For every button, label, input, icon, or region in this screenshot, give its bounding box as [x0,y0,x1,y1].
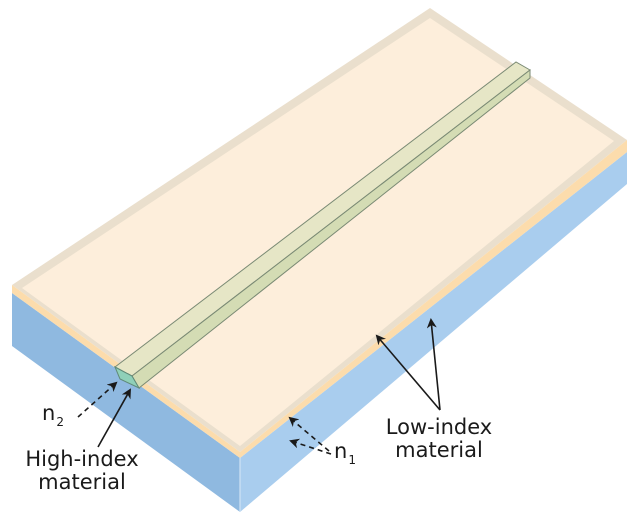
n1-arrow-2 [289,438,332,455]
substrate-right-face [240,152,627,512]
substrate-left-face [12,293,240,512]
cladding-edge-right [240,140,627,458]
waveguide-end-face [114,365,141,390]
low-index-label: Low-index material [385,415,493,462]
low-index-arrow-2 [426,318,441,411]
n1-label: n1 [334,439,356,467]
low-index-arrow-1 [375,334,441,411]
high-index-label: High-index material [25,447,139,494]
n2-label: n2 [42,401,64,429]
high-index-arrow [97,388,131,448]
